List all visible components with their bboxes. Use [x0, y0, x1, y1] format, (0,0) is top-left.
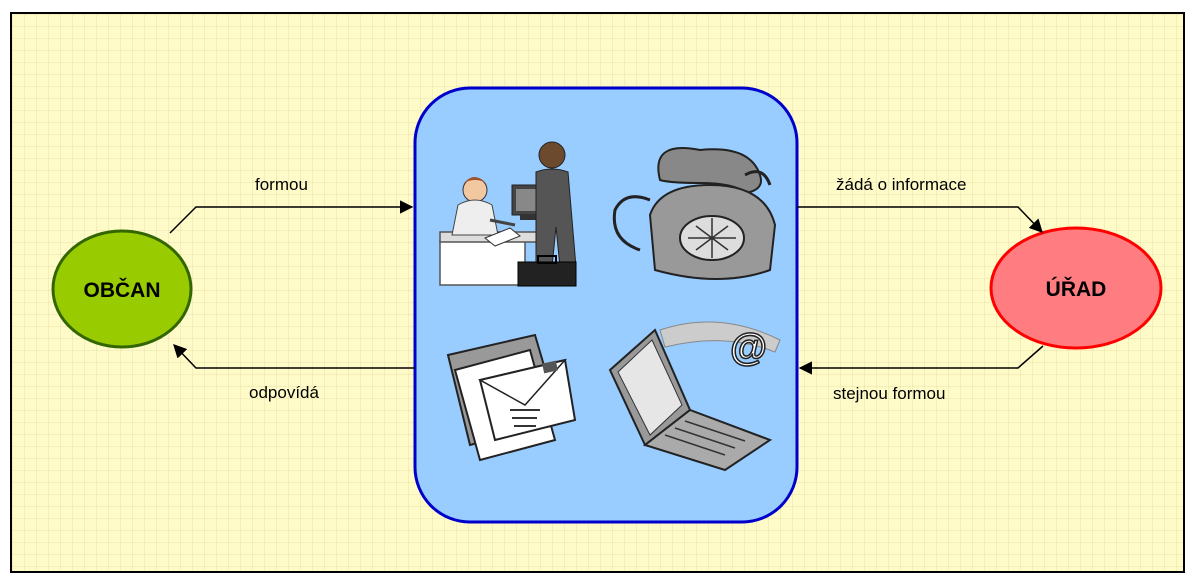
- office-label: ÚŘAD: [1046, 277, 1107, 301]
- edge-office-to-center: [798, 345, 1044, 375]
- edge-label-stejnou: stejnou formou: [833, 384, 945, 403]
- edge-label-zada: žádá o informace: [836, 175, 966, 194]
- edge-label-formou: formou: [255, 175, 308, 194]
- edge-center-to-office: [797, 206, 1043, 233]
- edge-citizen-to-center: [169, 200, 414, 234]
- office-node: ÚŘAD: [989, 226, 1163, 350]
- telephone-icon: [612, 147, 777, 280]
- citizen-label: OBČAN: [84, 278, 161, 302]
- meeting-clipart-icon: [439, 141, 577, 287]
- citizen-node: OBČAN: [51, 229, 193, 349]
- letters-icon: [446, 333, 577, 462]
- edge-center-to-citizen: [173, 344, 415, 369]
- laptop-email-icon: @: [608, 321, 781, 472]
- edge-label-odpovida: odpovídá: [249, 383, 319, 402]
- svg-text:@: @: [730, 327, 767, 369]
